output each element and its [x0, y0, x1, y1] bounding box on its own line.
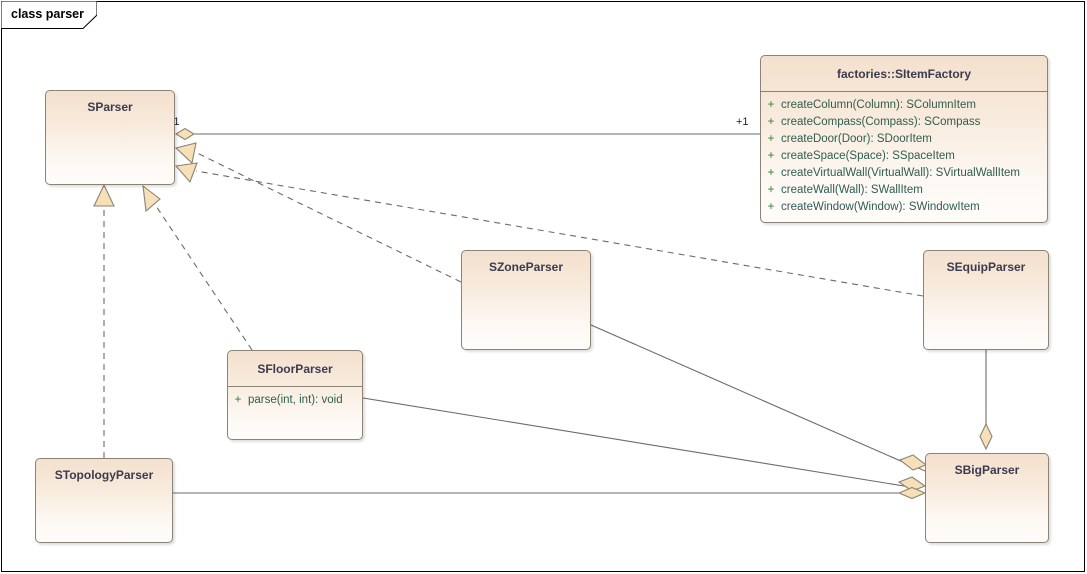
class-name-sbigparser: SBigParser [954, 463, 1020, 477]
operation-signature: createCompass(Compass): SCompass [781, 116, 981, 128]
diagram-frame-label: class parser [11, 7, 84, 21]
class-name-sfloorparser: SFloorParser [228, 351, 362, 387]
class-box-sfloorparser[interactable]: SFloorParser + parse(int, int): void [227, 350, 363, 440]
visibility-marker: + [767, 116, 775, 128]
connector-stopologyparser-sbigparser[interactable] [173, 486, 927, 500]
connector-sfloorparser-sparser[interactable] [142, 184, 253, 351]
class-name-szoneparser: SZoneParser [488, 260, 564, 274]
class-name-stopologyparser: STopologyParser [54, 468, 154, 482]
multiplicity-sitemfactory-end: +1 [736, 116, 749, 128]
connector-szoneparser-sbigparser[interactable] [590, 324, 928, 472]
connector-szoneparser-sparser[interactable] [174, 142, 462, 283]
class-box-stopologyparser[interactable]: STopologyParser [35, 458, 173, 543]
visibility-marker: + [767, 167, 775, 179]
class-box-sparser[interactable]: SParser [45, 90, 175, 185]
operation-row: + createColumn(Column): SColumnItem [761, 97, 1047, 114]
operation-signature: createColumn(Column): SColumnItem [781, 99, 976, 111]
operation-row: + parse(int, int): void [228, 392, 362, 409]
operation-signature: createVirtualWall(VirtualWall): SVirtual… [781, 167, 1021, 179]
operation-row: + createWall(Wall): SWallItem [761, 182, 1047, 199]
class-box-szoneparser[interactable]: SZoneParser [461, 250, 591, 350]
operation-signature: createDoor(Door): SDoorItem [781, 133, 932, 145]
connector-sfloorparser-sbigparser[interactable] [362, 397, 927, 492]
diagram-frame-tab [1, 1, 97, 29]
operation-signature: createWall(Wall): SWallItem [781, 184, 923, 196]
class-name-sequipparser: SEquipParser [946, 260, 1026, 274]
visibility-marker: + [767, 99, 775, 111]
class-box-sitemfactory[interactable]: factories::SItemFactory + createColumn(C… [760, 55, 1048, 223]
operation-signature: createSpace(Space): SSpaceItem [781, 150, 955, 162]
operation-row: + createWindow(Window): SWindowItem [761, 199, 1047, 216]
visibility-marker: + [767, 133, 775, 145]
connector-sequipparser-sbigparser[interactable] [979, 350, 993, 451]
visibility-marker: + [767, 201, 775, 213]
operation-row: + createDoor(Door): SDoorItem [761, 131, 1047, 148]
connector-sparser-sitemfactory[interactable] [174, 127, 760, 141]
operation-row: + createCompass(Compass): SCompass [761, 114, 1047, 131]
visibility-marker: + [767, 150, 775, 162]
operation-row: + createVirtualWall(VirtualWall): SVirtu… [761, 165, 1047, 182]
visibility-marker: + [767, 184, 775, 196]
class-box-sbigparser[interactable]: SBigParser [925, 453, 1049, 543]
class-box-sequipparser[interactable]: SEquipParser [923, 250, 1049, 350]
class-name-sitemfactory: factories::SItemFactory [761, 56, 1047, 92]
visibility-marker: + [234, 394, 242, 406]
operation-signature: createWindow(Window): SWindowItem [781, 201, 980, 213]
class-name-sparser: SParser [87, 100, 133, 114]
connector-stopologyparser-sparser[interactable] [93, 183, 115, 458]
operation-row: + createSpace(Space): SSpaceItem [761, 148, 1047, 165]
connector-sequipparser-sparser[interactable] [174, 162, 924, 297]
class-operations-sfloorparser: + parse(int, int): void [228, 387, 362, 415]
class-operations-sitemfactory: + createColumn(Column): SColumnItem + cr… [761, 92, 1047, 222]
operation-signature: parse(int, int): void [248, 394, 343, 406]
